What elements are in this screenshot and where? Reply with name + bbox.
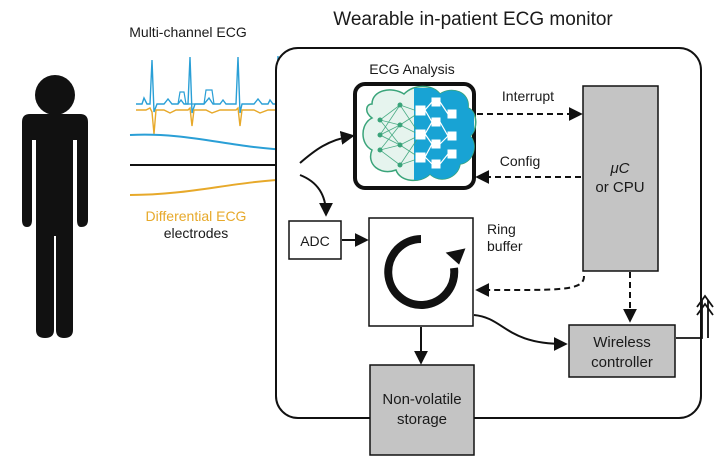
ecg-analysis-label: ECG Analysis [369,61,455,77]
wireless-label-line1: Wireless [593,334,651,351]
cpu-to-buffer-dashed-arrow [475,275,585,297]
interrupt-label: Interrupt [502,88,554,104]
adc-label: ADC [300,233,330,249]
storage-label-line1: Non-volatile [382,391,461,408]
storage-label-line2: storage [397,411,447,428]
storage-block [369,364,475,456]
cpu-label-line1: μC [609,160,629,177]
buffer-to-wireless-arrow [473,314,568,351]
person-icon [22,75,88,338]
ring-buffer-label-line1: Ring [487,221,516,237]
electrodes-label-line1: Differential ECG [146,208,247,224]
arrow-to-adc [299,174,333,217]
ecg-waveform [136,55,285,135]
electrode-leads [129,133,293,196]
wireless-label-line2: controller [591,354,653,371]
cpu-block [582,85,659,272]
arrow-to-ecg-analysis [299,130,355,164]
diagram-title: Wearable in-patient ECG monitor [333,9,613,30]
wireless-controller-block [568,324,676,378]
electrodes-label-line2: electrodes [164,225,229,241]
config-label: Config [500,153,540,169]
cpu-label-line2: or CPU [595,179,644,196]
multichannel-ecg-label: Multi-channel ECG [129,24,247,40]
neural-network-icon [362,85,477,182]
antenna-arrow-icon [676,294,714,339]
ring-buffer-circular-arrow-icon [384,235,466,309]
adc-block [288,220,342,260]
ring-buffer-label-line2: buffer [487,238,523,254]
